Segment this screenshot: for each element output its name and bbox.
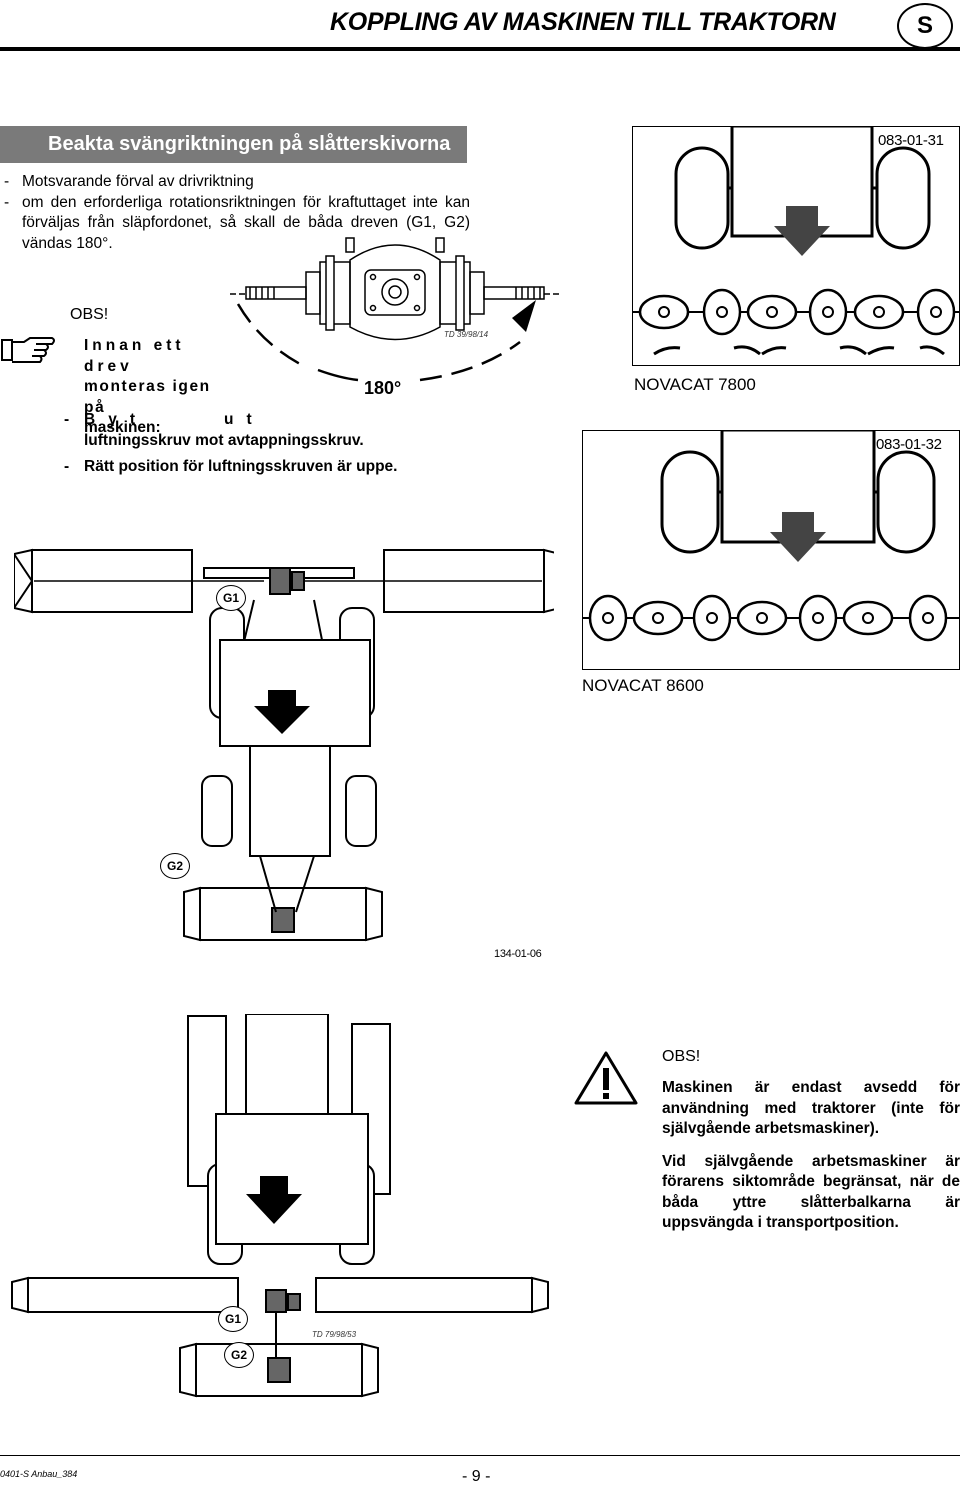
warning-triangle-icon (574, 1051, 638, 1105)
warning-paragraph: Vid självgående arbetsmaskiner är förare… (662, 1152, 960, 1232)
novacat7800-ref: 083-01-31 (878, 132, 944, 149)
rotation-arrow-icon (512, 300, 536, 332)
warning-text: Maskinen är endast avsedd för användning… (662, 1078, 960, 1246)
transport-figure-ref: TD 79/98/53 (312, 1330, 357, 1339)
footer-rule (0, 1455, 960, 1456)
g2-label: G2 (160, 853, 190, 879)
warning-heading: OBS! (662, 1048, 701, 1065)
note-intro-line: Innan ett drev (84, 337, 185, 375)
header-rule (0, 47, 960, 51)
note-item: -Rätt position för luftningsskruven är u… (64, 458, 398, 475)
intro-bullets: -Motsvarande förval av drivriktning -om … (0, 172, 470, 254)
down-arrow-icon (774, 206, 830, 256)
gearbox-figure (230, 237, 560, 382)
note-intro-line: maskinen: (84, 419, 161, 436)
g1-label: G1 (216, 585, 246, 611)
novacat7800-figure (632, 126, 960, 366)
down-arrow-icon (254, 690, 310, 734)
novacat8600-label: NOVACAT 8600 (582, 676, 704, 695)
work-figure-ref: 134-01-06 (494, 948, 542, 960)
note-intro: Innan ett drev monteras igen på maskinen… (84, 336, 234, 439)
novacat8600-ref: 083-01-32 (876, 436, 942, 453)
bullet-item: -Motsvarande förval av drivriktning (4, 173, 254, 190)
novacat8600-figure (582, 430, 960, 670)
down-arrow-icon (770, 512, 826, 562)
page-number: - 9 - (462, 1468, 491, 1485)
transport-position-figure (11, 1014, 549, 1398)
language-badge: S (897, 3, 953, 49)
novacat7800-label: NOVACAT 7800 (634, 375, 756, 394)
section-title: Beakta svängriktningen på slåtterskivorn… (0, 126, 467, 163)
note-intro-line: monteras igen på (84, 378, 211, 416)
g2-label: G2 (224, 1342, 254, 1368)
down-arrow-icon (246, 1176, 302, 1224)
warning-paragraph: Maskinen är endast avsedd för användning… (662, 1079, 960, 1137)
g1-label: G1 (218, 1306, 248, 1332)
hand-pointing-icon (1, 337, 55, 363)
work-position-figure (14, 548, 554, 942)
document-code: 0401-S Anbau_384 (0, 1469, 78, 1479)
rotation-angle-label: 180° (364, 378, 402, 398)
gearbox-ref: TD 39/98/14 (444, 330, 489, 339)
page-title: KOPPLING AV MASKINEN TILL TRAKTORN (330, 8, 836, 36)
bullet-item: -om den erforderliga rotationsriktningen… (4, 193, 470, 252)
note-heading: OBS! (70, 306, 109, 323)
